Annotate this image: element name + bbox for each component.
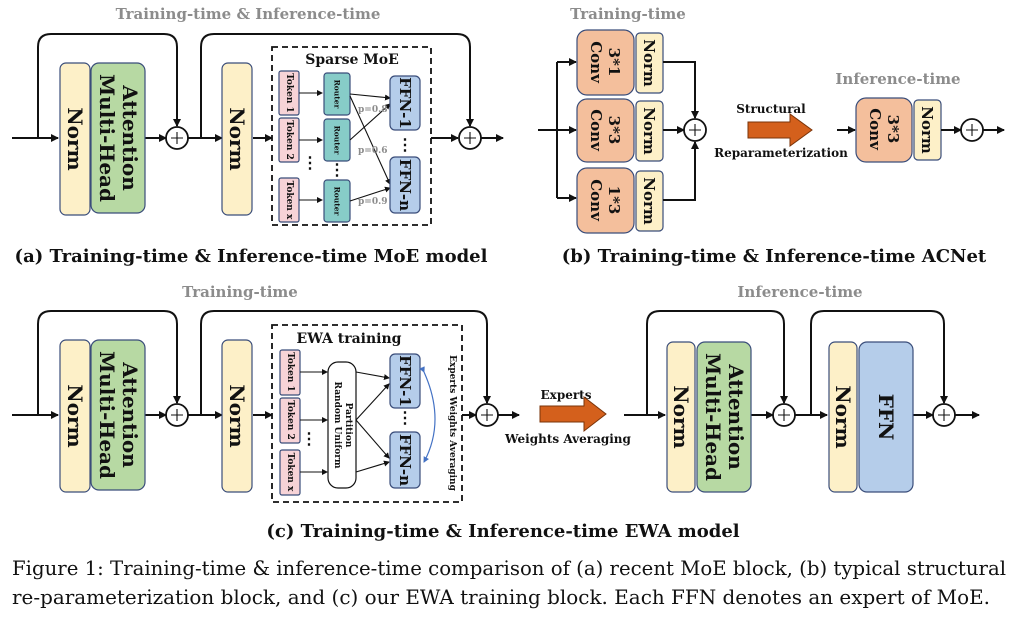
norm-block-c4: [828, 341, 858, 493]
panel-c-caption: (c) Training-time & Inference-time EWA m…: [266, 521, 739, 542]
figure-caption-line2: re-parameterization block, and (c) our E…: [12, 585, 990, 609]
prob-2: p=0.6: [358, 146, 388, 156]
ewa-training-box: [271, 324, 463, 503]
panel-a-header: Training-time & Inference-time: [116, 5, 381, 23]
partition-line2: Partition: [343, 403, 353, 448]
token-2-label: Token 2: [284, 120, 294, 160]
reparam-label-top: Structural: [736, 102, 806, 116]
expert-c-ffn-n-label: FFN-n: [396, 434, 414, 486]
conv-3x1-size: 3*1: [605, 48, 623, 77]
expert-c-ffn-1-label: FFN-1: [396, 355, 414, 407]
router-2-label: Router: [333, 126, 342, 156]
expert-ffn-1-label: FFN-1: [396, 77, 414, 129]
figure-caption-line1: Figure 1: Training-time & inference-time…: [12, 556, 1006, 580]
norm-block: [59, 62, 91, 216]
norm-b-merged-label: Norm: [918, 106, 936, 154]
norm-b1-label: Norm: [640, 39, 658, 87]
conv-3x1-label: Conv: [587, 41, 605, 84]
norm-block-c1: [59, 339, 91, 493]
sparse-moe-box: [271, 46, 432, 226]
ewa-arrow-icon: [539, 395, 607, 433]
expert-ffn-n: [389, 156, 421, 214]
conv-1x3: [576, 167, 635, 234]
panel-c-train-header: Training-time: [182, 283, 298, 301]
panel-b: Training-time 3*1 Conv Norm 3*3 Conv Nor…: [538, 5, 1005, 267]
expert-ffn-n-label: FFN-n: [396, 159, 414, 211]
conv-3x1: [576, 29, 635, 96]
attention-block: [90, 62, 146, 214]
attention-label-line2: Attention: [118, 84, 142, 191]
expert-ffn-1: [389, 75, 421, 131]
random-partition-block: [327, 361, 357, 489]
conv-3x3-label: Conv: [587, 109, 605, 152]
svg-text:⋮: ⋮: [397, 408, 413, 427]
ewa-training-title: EWA training: [297, 331, 402, 347]
attention-c2-line1: Multi-Head: [701, 353, 725, 481]
panel-c: Training-time Norm Multi-Head Attention …: [12, 283, 980, 542]
norm-label-c4: Norm: [831, 385, 855, 448]
conv-merged-label: Conv: [866, 108, 884, 151]
panel-b-caption: (b) Training-time & Inference-time ACNet: [562, 246, 987, 267]
reparam-arrow-icon: [747, 113, 813, 147]
ffn-label: FFN: [874, 394, 898, 441]
conv-merged-size: 3*3: [884, 115, 902, 144]
norm-block-c3: [666, 341, 696, 493]
norm-b2-label: Norm: [640, 107, 658, 155]
ffn-block: [858, 341, 914, 493]
panel-c-infer-header: Inference-time: [737, 283, 862, 301]
averaging-label: Experts Weights Averaging: [447, 355, 457, 491]
norm-label-2: Norm: [225, 107, 249, 170]
router-3-label: Router: [333, 187, 342, 217]
norm-block-c2: [221, 339, 253, 493]
panel-b-infer-header: Inference-time: [835, 70, 960, 88]
router-1-label: Router: [333, 80, 342, 110]
attention-block-c: [90, 339, 146, 491]
conv-3x3-size: 3*3: [605, 116, 623, 145]
ewa-arrow-label-bottom: Weights Averaging: [504, 432, 631, 446]
token-1-label: Token 1: [284, 73, 294, 113]
conv-1x3-label: Conv: [587, 179, 605, 222]
attention-block-c2: [696, 341, 752, 493]
prob-3: p=0.9: [358, 197, 388, 207]
reparam-label-bottom: Reparameterization: [714, 146, 848, 160]
panel-a-caption: (a) Training-time & Inference-time MoE m…: [15, 246, 488, 267]
svg-text:⋮: ⋮: [302, 153, 318, 172]
token-x-label: Token x: [284, 181, 294, 220]
attention-c-line1: Multi-Head: [95, 351, 119, 479]
conv-1x3-size: 1*3: [605, 186, 623, 215]
sparse-moe-title: Sparse MoE: [305, 52, 399, 68]
conv-3x3: [576, 98, 635, 163]
attention-c2-line2: Attention: [724, 363, 748, 470]
ewa-arrow-label-top: Experts: [541, 388, 592, 402]
norm-block-2: [221, 62, 253, 216]
norm-b3-label: Norm: [640, 177, 658, 225]
token-c2-label: Token 2: [285, 400, 295, 440]
token-c1-label: Token 1: [285, 352, 295, 392]
norm-label-c3: Norm: [669, 385, 693, 448]
prob-1: p=0.8: [358, 105, 388, 115]
panel-b-train-header: Training-time: [570, 5, 686, 23]
svg-text:⋮: ⋮: [329, 160, 345, 179]
svg-text:⋮: ⋮: [397, 135, 413, 154]
svg-text:⋮: ⋮: [301, 429, 317, 448]
norm-label-c2: Norm: [225, 384, 249, 447]
attention-c-line2: Attention: [118, 361, 142, 468]
panel-a: Training-time & Inference-time Norm Mult…: [12, 5, 504, 267]
attention-label-line1: Multi-Head: [95, 74, 119, 202]
token-cx-label: Token x: [285, 453, 295, 492]
norm-label: Norm: [63, 107, 87, 170]
partition-line1: Random Uniform: [332, 382, 342, 469]
averaging-arc-icon: [419, 366, 436, 463]
norm-label-c1: Norm: [63, 384, 87, 447]
conv-3x3-merged: [855, 97, 913, 163]
